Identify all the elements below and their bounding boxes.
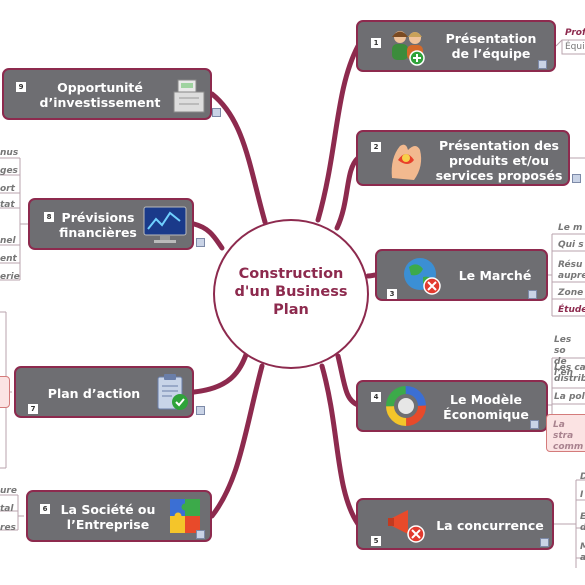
branch-label: Le Marché — [458, 268, 532, 283]
branch-node-market[interactable]: 3 Le Marché — [375, 249, 548, 301]
subtopic-5b[interactable]: I — [580, 490, 584, 500]
monitor-chart-icon — [143, 206, 187, 243]
branch-number: 3 — [387, 289, 397, 299]
branch-number: 1 — [371, 38, 381, 48]
sub-connector-1 — [555, 39, 585, 55]
subtopic-8d[interactable]: tat — [0, 200, 15, 210]
subtopic-1b[interactable]: Équi — [565, 42, 585, 52]
branch-number: 2 — [371, 142, 381, 152]
subtopic-8e[interactable]: nel — [0, 236, 16, 246]
branch-node-team[interactable]: 1 Présentation de l’équipe — [356, 20, 556, 72]
subtopic-3d[interactable]: Zone — [558, 288, 584, 298]
note-icon[interactable] — [528, 290, 537, 299]
branch-label: Le Modèle Économique — [443, 392, 529, 422]
connector-9 — [209, 91, 268, 225]
branch-number: 7 — [28, 404, 38, 414]
subtopic-5a[interactable]: D — [580, 472, 585, 483]
branch-label: Opportunité d’investissement — [39, 80, 161, 110]
branch-number: 5 — [371, 536, 381, 546]
subtopic-3a[interactable]: Le m — [558, 223, 583, 233]
subtopic-4c[interactable]: La pol — [554, 392, 585, 402]
subtopic-3c[interactable]: Résu aupre — [558, 260, 585, 281]
connector-2 — [334, 155, 361, 231]
branch-label: Plan d’action — [47, 386, 141, 401]
note-icon[interactable] — [196, 238, 205, 247]
branch-node-competition[interactable]: 5 La concurrence — [356, 498, 554, 550]
highlighted-subtopic-box-left — [0, 376, 10, 408]
sub-connector-5 — [548, 479, 585, 568]
branch-node-action-plan[interactable]: 7 Plan d’action — [14, 366, 194, 418]
subtopic-8a[interactable]: nus — [0, 148, 19, 158]
subtopic-5c[interactable]: E d — [580, 512, 585, 534]
note-icon[interactable] — [538, 60, 547, 69]
branch-number: 6 — [40, 504, 50, 514]
subtopic-3e[interactable]: Étude — [558, 305, 585, 315]
subtopic-8b[interactable]: ges — [0, 166, 18, 176]
highlighted-subtopic-box — [546, 414, 585, 452]
note-icon[interactable] — [196, 406, 205, 415]
subtopic-4b[interactable]: Les ca distrib — [554, 363, 585, 384]
branch-label: Présentation de l’équipe — [445, 31, 537, 61]
sub-connector-3 — [548, 233, 585, 317]
subtopic-4a[interactable]: Les so de l’en — [554, 335, 574, 378]
team-add-icon — [392, 31, 425, 66]
branch-label: La Société ou l’Entreprise — [60, 502, 156, 532]
subtopic-6b[interactable]: tal — [0, 504, 14, 514]
branch-label: Présentation des produits et/ou services… — [435, 138, 563, 183]
note-icon[interactable] — [530, 420, 539, 429]
hand-gift-icon — [391, 144, 422, 180]
subtopic-8f[interactable]: ent — [0, 254, 17, 264]
connector-8 — [191, 221, 225, 251]
subtopic-3b[interactable]: Qui s — [558, 240, 584, 250]
note-icon[interactable] — [572, 174, 581, 183]
subtopic-4d[interactable]: La stra comm — [553, 420, 584, 452]
branch-node-investment[interactable]: 9 Opportunité d’investissement — [2, 68, 212, 120]
sub-connector-8 — [0, 157, 28, 281]
branch-node-products[interactable]: 2 Présentation des produits et/ou servic… — [356, 130, 570, 186]
color-wheel-icon — [386, 386, 426, 426]
globe-blocked-icon — [404, 258, 441, 295]
subtopic-8c[interactable]: ort — [0, 184, 15, 194]
branch-number: 4 — [371, 392, 381, 402]
subtopic-8g[interactable]: erie — [0, 272, 20, 282]
subtopic-6a[interactable]: ure — [0, 486, 17, 496]
subtopic-5d[interactable]: M a — [580, 542, 585, 564]
branch-node-economic-model[interactable]: 4 Le Modèle Économique — [356, 380, 548, 432]
central-topic-title: Construction d'un Business Plan — [234, 266, 348, 318]
megaphone-blocked-icon — [388, 510, 425, 543]
note-icon[interactable] — [196, 530, 205, 539]
note-icon[interactable] — [540, 538, 549, 547]
subtopic-6c[interactable]: res — [0, 523, 16, 533]
connector-7 — [191, 349, 250, 395]
central-topic[interactable]: Construction d'un Business Plan — [213, 219, 369, 369]
branch-node-financial-forecast[interactable]: 8 Prévisions financières — [28, 198, 194, 250]
connector-6 — [209, 363, 265, 519]
connector-4 — [335, 353, 361, 408]
connector-5 — [319, 363, 361, 527]
clipboard-check-icon — [157, 374, 188, 410]
branch-number: 9 — [16, 82, 26, 92]
note-icon[interactable] — [212, 108, 221, 117]
subtopic-1a[interactable]: Prof — [565, 28, 585, 38]
branch-label: La concurrence — [436, 518, 544, 533]
connector-1 — [315, 43, 361, 223]
branch-number: 8 — [44, 212, 54, 222]
cash-register-icon — [173, 79, 205, 113]
branch-node-company[interactable]: 6 La Société ou l’Entreprise — [26, 490, 212, 542]
branch-label: Prévisions financières — [59, 210, 137, 240]
sub-connector-4 — [548, 357, 585, 440]
puzzle-icon — [170, 499, 200, 533]
sub-connector-6 — [0, 494, 24, 531]
